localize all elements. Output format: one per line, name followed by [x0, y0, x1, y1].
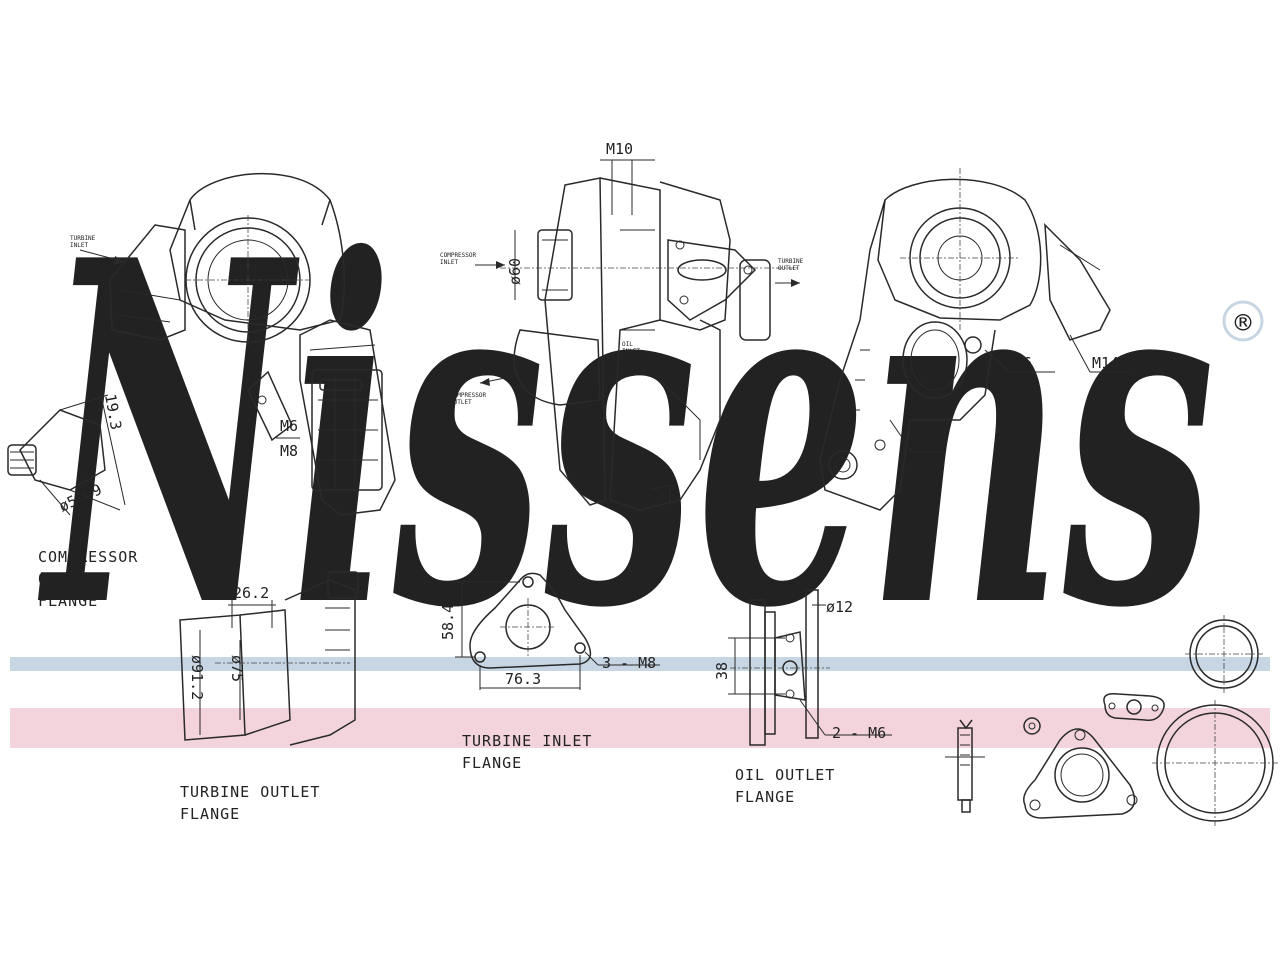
dim-right-m14: M14	[1092, 354, 1119, 372]
dim-turbine-outlet-depth: 26.2	[233, 584, 269, 602]
dim-compressor-inlet-diameter: ø60	[506, 258, 524, 285]
dim-right-m6-lower: M6	[918, 435, 936, 453]
gasket-kit	[945, 615, 1278, 826]
registered-mark-ring	[1222, 300, 1264, 342]
dim-right-m6-upper: M6	[1014, 354, 1032, 372]
label-compressor-outlet-1: COMPRESSOR	[450, 392, 487, 399]
dim-turbine-outlet-outer: ø91.2	[188, 655, 206, 700]
dim-oil-outlet-bolts: 2 - M6	[832, 724, 886, 742]
dim-actuator-m8: M8	[280, 442, 298, 460]
turbine-outlet-flange-drawing: 26.2 ø75 ø91.2	[179, 571, 359, 746]
registered-mark: ®	[1235, 306, 1252, 339]
dim-compressor-flange-width: 19.3	[101, 393, 125, 432]
turbo-view-left: TURBINE INLET M6 M8	[70, 173, 396, 516]
dim-oil-outlet-height: 38	[713, 662, 731, 680]
label-turbine-inlet-1: TURBINE	[70, 235, 96, 242]
dim-center-m10: M10	[606, 140, 633, 158]
label-compressor-inlet-1: COMPRESSOR	[440, 252, 477, 259]
label-oil-outlet-flange-1: OIL OUTLET	[735, 766, 835, 784]
label-turbine-outlet-flange-2: FLANGE	[180, 805, 240, 823]
label-turbine-outlet-1: TURBINE	[778, 258, 804, 265]
turbine-inlet-flange-drawing: 58.4 76.3 3 - M8	[439, 572, 660, 690]
dim-turbine-inlet-bolts: 3 - M8	[602, 654, 656, 672]
label-turbine-outlet-2: OUTLET	[778, 265, 800, 272]
label-compressor-outlet-flange-2: OUTLET	[38, 570, 98, 588]
label-oil-inlet-1: OIL	[622, 341, 633, 348]
oil-outlet-flange-drawing: 38 ø12 2 - M6	[713, 589, 892, 746]
label-oil-outlet-flange-2: FLANGE	[735, 788, 795, 806]
blue-band	[10, 657, 1270, 671]
nissens-watermark: Nissens	[37, 159, 1215, 711]
label-compressor-inlet-2: INLET	[440, 259, 458, 266]
turbo-view-center: M10 ø60 COMPRESSOR INLET TURBINE OUTLET …	[440, 140, 804, 511]
turbo-view-right: M6 M14 M6	[819, 168, 1130, 511]
label-compressor-outlet-flange-3: FLANGE	[38, 592, 98, 610]
dim-oil-outlet-diameter: ø12	[826, 598, 853, 616]
label-turbine-inlet-2: INLET	[70, 242, 88, 249]
label-turbine-inlet-flange-1: TURBINE INLET	[462, 732, 592, 750]
dim-turbine-inlet-width: 76.3	[505, 670, 541, 688]
label-compressor-outlet-2: OUTLET	[450, 399, 472, 406]
dim-turbine-inlet-height: 58.4	[439, 604, 457, 640]
label-compressor-outlet-flange-1: COMPRESSOR	[38, 548, 138, 566]
label-turbine-inlet-flange-2: FLANGE	[462, 754, 522, 772]
label-oil-inlet-2: INLET	[622, 348, 640, 355]
label-turbine-outlet-flange-1: TURBINE OUTLET	[180, 783, 320, 801]
dim-turbine-outlet-inner: ø75	[228, 655, 246, 682]
dim-actuator-m6: M6	[280, 417, 298, 435]
pink-band	[10, 708, 1270, 748]
